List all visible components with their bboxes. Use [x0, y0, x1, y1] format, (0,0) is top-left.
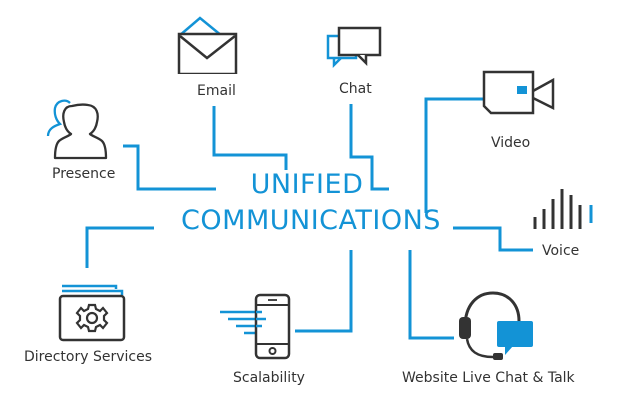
connector-presence — [123, 144, 216, 191]
voice-label: Voice — [542, 243, 580, 259]
livechat-label: Website Live Chat & Talk — [402, 370, 575, 386]
people-icon — [42, 96, 110, 167]
connector-voice — [453, 226, 533, 252]
directory-label: Directory Services — [24, 349, 153, 365]
video-label: Video — [491, 135, 531, 151]
connector-video — [424, 97, 483, 213]
chat-label: Chat — [339, 81, 372, 97]
scalability-label: Scalability — [233, 370, 305, 386]
envelope-icon — [176, 12, 240, 79]
diagram-title-line2: COMMUNICATIONS — [181, 205, 441, 236]
connector-livechat — [408, 250, 454, 340]
phone-icon — [216, 291, 296, 366]
connector-chat — [349, 104, 389, 191]
presence-label: Presence — [52, 166, 116, 182]
chat-bubbles-icon — [326, 25, 384, 80]
diagram-title-line1: UNIFIED — [250, 169, 364, 200]
headset-chat-icon — [455, 287, 537, 370]
connector-directory — [85, 226, 154, 268]
gear-folder-icon — [56, 281, 128, 348]
connector-email — [212, 106, 288, 170]
connector-scalability — [295, 250, 353, 333]
video-camera-icon — [481, 69, 561, 128]
email-label: Email — [197, 83, 236, 99]
sound-bars-icon — [531, 185, 601, 238]
